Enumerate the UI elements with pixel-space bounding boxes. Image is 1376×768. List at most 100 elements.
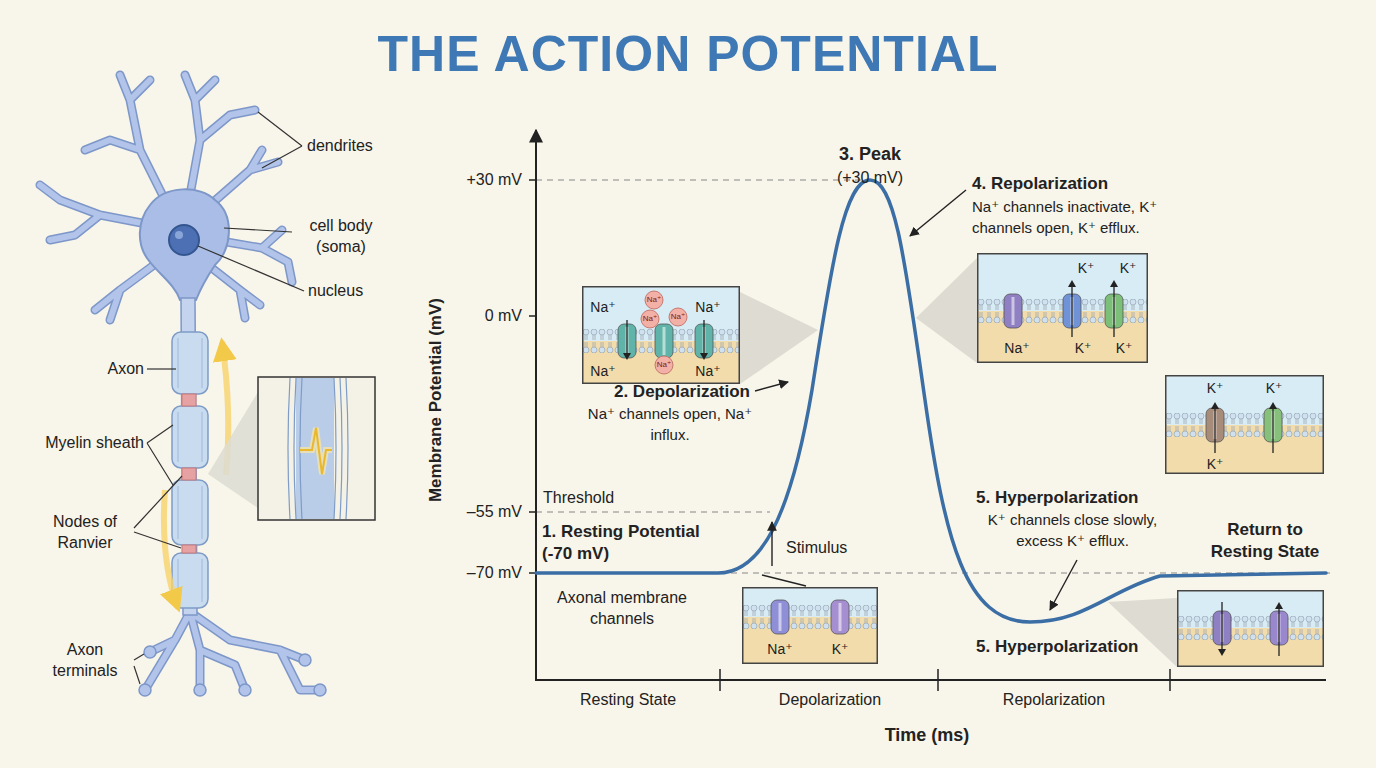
phase-title: 1. Resting Potential (-70 mV) — [542, 521, 732, 565]
leader-arrow — [762, 575, 806, 586]
ion-label: Na⁺ — [767, 642, 792, 657]
myelin-sheath — [172, 332, 208, 608]
phase-note: Na⁺ channels inactivate, K⁺ channels ope… — [972, 196, 1187, 238]
sodium-ion — [645, 291, 663, 309]
part-label: Axon — [60, 359, 144, 380]
channel-pore — [1012, 297, 1015, 325]
axon-terminal-bouton — [194, 684, 206, 696]
leader-line — [224, 228, 292, 232]
membrane-inset: Na⁺Na⁺Na⁺Na⁺Na⁺Na⁺Na⁺Na⁺ — [582, 286, 740, 384]
myelin-sheath — [172, 406, 208, 468]
x-axis — [535, 679, 1326, 681]
ion-flow-arrow — [700, 353, 708, 360]
ion-label: Na⁺ — [590, 300, 615, 315]
ion-label: Na⁺ — [647, 296, 661, 305]
leader-line — [147, 425, 173, 485]
ion-flow-arrow — [703, 320, 704, 355]
leader-arrow — [771, 522, 772, 566]
leader-arrow — [910, 190, 966, 236]
zoom-pointer — [916, 258, 977, 363]
axon-zoom — [208, 377, 375, 520]
myelin-layer — [178, 338, 202, 602]
leader-arrow — [755, 382, 788, 391]
ion-label: Na⁺ — [671, 313, 685, 322]
leader-line — [134, 476, 182, 548]
phase-title: Return to Resting State — [1200, 519, 1330, 563]
membrane-drawing — [1165, 375, 1324, 474]
part-label: dendrites — [307, 136, 397, 157]
phase-title: 5. Hyperpolarization — [976, 487, 1176, 509]
nucleus-highlight — [175, 231, 183, 239]
reference-line — [536, 179, 862, 180]
ion-flow-arrow — [1269, 402, 1277, 409]
inset-border — [743, 588, 878, 664]
lipid-bilayer — [742, 605, 878, 629]
ion-channel — [771, 600, 789, 634]
title: THE ACTION POTENTIAL — [0, 24, 1376, 84]
ion-label: Na⁺ — [1004, 341, 1029, 356]
node-of-ranvier — [182, 394, 196, 406]
note: Axonal membrane channels — [552, 588, 692, 630]
phase-title: 2. Depolarization — [560, 381, 750, 403]
axon-terminal-bouton — [239, 684, 251, 696]
lipid-bilayer — [1165, 413, 1324, 437]
membrane-drawing — [742, 587, 878, 664]
signal-arrow — [164, 490, 178, 608]
ion-flow-arrow — [623, 353, 631, 360]
axis-section-label: Depolarization — [770, 690, 890, 711]
node-of-ranvier — [182, 394, 196, 553]
ion-flow-arrow — [1218, 649, 1226, 656]
phase-note: K⁺ channels close slowly, excess K⁺ effl… — [980, 509, 1165, 551]
leader-line — [134, 112, 304, 684]
part-label: cell body (soma) — [296, 216, 386, 258]
ion-channel — [831, 600, 849, 634]
ion-label: K⁺ — [1078, 261, 1095, 276]
axon-zoom — [300, 428, 332, 474]
axon-zoom — [300, 428, 332, 474]
channel-pore — [663, 327, 666, 355]
axis-tick-label: –70 mV — [440, 563, 522, 584]
axon-zoom — [296, 378, 334, 519]
axon-terminal-bouton — [139, 646, 326, 696]
ion-label: K⁺ — [1207, 381, 1224, 396]
ion-label: K⁺ — [1207, 457, 1224, 472]
axon-terminal-bouton — [314, 684, 326, 696]
ion-flow-arrow — [1068, 280, 1076, 287]
ion-flow-arrow — [626, 320, 627, 355]
ion-channel — [655, 324, 673, 358]
axis-section-label: Resting State — [568, 690, 688, 711]
ion-flow-arrow — [1221, 602, 1222, 651]
axon-zoom — [258, 377, 375, 520]
ion-label: Na⁺ — [643, 315, 657, 324]
ion-label: Na⁺ — [695, 300, 720, 315]
axon-zoom — [208, 392, 258, 508]
phase-title: 4. Repolarization — [972, 173, 1172, 195]
ion-flow-arrow — [1071, 285, 1072, 337]
ion-flow-arrow — [1214, 407, 1215, 453]
inset-border — [1178, 591, 1324, 667]
membrane-drawing — [582, 286, 740, 384]
axis-tick — [937, 669, 939, 691]
ion-label: Na⁺ — [695, 364, 720, 379]
axis-tick — [719, 669, 721, 691]
ion-label: Na⁺ — [590, 364, 615, 379]
part-label: Myelin sheath — [10, 433, 144, 454]
axis-title: Membrane Potential (mV) — [425, 250, 447, 550]
membrane-inset: Na⁺K⁺ — [742, 587, 878, 664]
ion-flow-arrow — [1113, 285, 1114, 337]
phase-title: 5. Hyperpolarization — [976, 636, 1176, 658]
axon-terminal-bouton — [299, 654, 311, 666]
inset-border — [1166, 376, 1324, 474]
membrane-drawing — [977, 253, 1148, 363]
cell-body — [140, 189, 229, 300]
inset-border — [583, 287, 740, 384]
ion-flow-arrow — [1110, 280, 1118, 287]
ion-flow-arrow — [1272, 407, 1273, 453]
membrane-inset: K⁺K⁺K⁺ — [1165, 375, 1324, 474]
membrane-inset: K⁺K⁺Na⁺K⁺K⁺ — [977, 253, 1148, 363]
phase-title: 3. Peak — [810, 143, 930, 166]
ion-flow-arrow — [1211, 402, 1219, 409]
nucleus — [169, 225, 199, 255]
leader-line — [198, 246, 304, 291]
value-label: (+30 mV) — [810, 168, 930, 189]
